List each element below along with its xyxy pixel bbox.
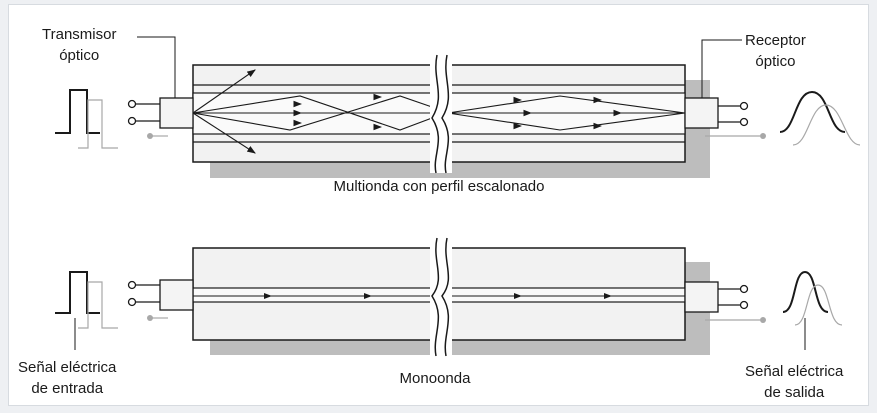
multimode-output-pulse [779,90,846,133]
receiver-label-line2: óptico [755,53,796,70]
transmitter-leader [137,36,176,98]
singlemode-output-pulse [782,270,829,313]
transmitter-label-line2: óptico [59,47,100,64]
singlemode-break [430,238,452,356]
receiver-label: Receptor óptico [745,30,806,72]
output-signal-label: Señal eléctrica de salida [745,361,843,403]
receiver-leader [701,39,742,98]
input-signal-label-line1: Señal eléctrica [18,359,117,376]
output-signal-label-line2: de salida [764,384,825,401]
singlemode-caption: Monoonda [399,370,471,387]
singlemode-input-terminal [127,280,137,290]
input-signal-label: Señal eléctrica de entrada [18,357,116,399]
singlemode-input-pulse [55,271,100,314]
transmitter-label-line1: Transmisor [42,26,117,43]
singlemode-transmitter-box [159,279,194,311]
singlemode-receiver-box [684,281,719,313]
multimode-output-terminal [739,101,749,111]
multimode-caption: Multionda con perfil escalonado [333,178,545,195]
multimode-break [430,55,452,173]
multimode-fiber-group [55,36,861,178]
output-signal-label-line1: Señal eléctrica [745,363,844,380]
singlemode-input-terminal [127,297,137,307]
receiver-label-line1: Receptor [745,32,806,49]
singlemode-output-terminal [739,284,749,294]
multimode-transmitter-box [159,97,194,129]
multimode-input-terminal [127,99,137,109]
transmitter-label: Transmisor óptico [42,24,116,66]
multimode-rays [192,69,686,154]
input-signal-label-line2: de entrada [31,380,104,397]
multimode-output-terminal [739,117,749,127]
singlemode-output-terminal [739,300,749,310]
multimode-input-terminal [127,116,137,126]
multimode-input-pulse [55,89,100,134]
multimode-receiver-box [684,97,719,129]
singlemode-fiber-group [55,237,843,357]
